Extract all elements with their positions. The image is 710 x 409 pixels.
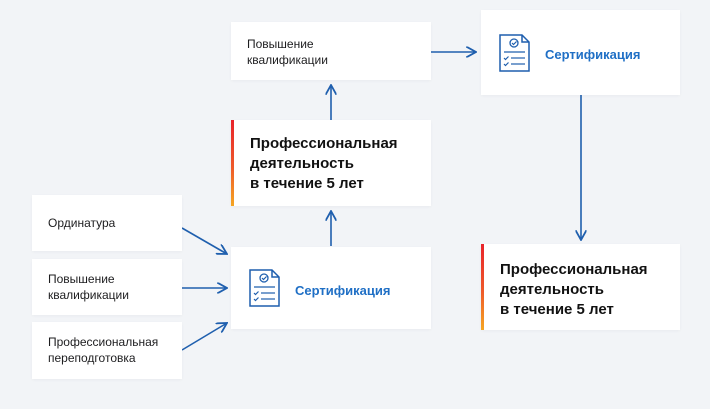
certification-top-card: Сертификация (481, 10, 680, 95)
arrow-residency-to-certification (181, 227, 227, 254)
residency-label: Ординатура (48, 216, 116, 230)
certificate-document-icon (499, 34, 530, 72)
retraining-card: Профессиональная переподготовка (32, 322, 182, 379)
qualification-left-card: Повышение квалификации (32, 259, 182, 315)
residency-card: Ординатура (32, 195, 182, 251)
retraining-label: Профессиональная переподготовка (48, 335, 159, 365)
certification-card: Сертификация (231, 247, 431, 329)
arrow-retraining-to-certification (181, 323, 227, 351)
professional-activity-middle-card: Профессиональная деятельность в течение … (231, 120, 431, 206)
qualification-top-card: Повышение квалификации (231, 22, 431, 80)
qualification-left-label: Повышение квалификации (48, 272, 129, 302)
accent-bar (231, 120, 234, 206)
accent-bar (481, 244, 484, 330)
professional-activity-middle-label: Профессиональная деятельность в течение … (250, 135, 398, 192)
professional-activity-right-label: Профессиональная деятельность в течение … (500, 261, 648, 318)
professional-activity-right-card: Профессиональная деятельность в течение … (481, 244, 680, 330)
certification-top-label: Сертификация (545, 47, 641, 62)
qualification-top-label: Повышение квалификации (247, 37, 328, 67)
certification-label: Сертификация (295, 283, 391, 298)
certificate-document-icon (249, 269, 280, 307)
